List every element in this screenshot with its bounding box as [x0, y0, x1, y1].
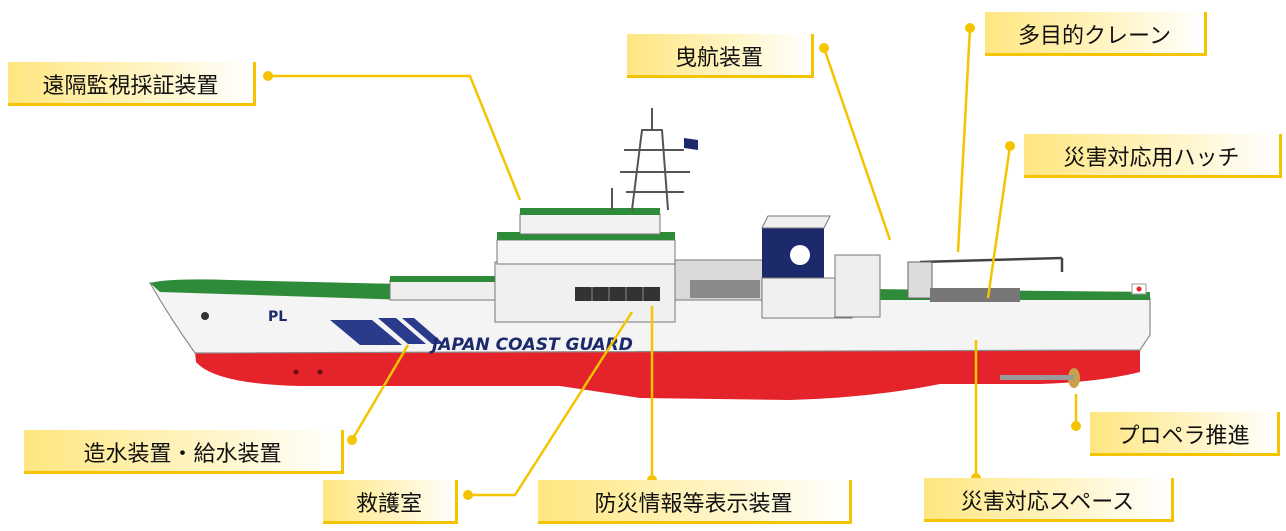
bow-marking: PL: [268, 309, 287, 325]
aft-equipment: [930, 288, 1020, 302]
aft-block: [834, 254, 881, 318]
label-crane-text: 多目的クレーン: [1018, 23, 1171, 49]
ship: PL JAPAN COAST GUARD: [148, 108, 1151, 400]
label-display: 防災情報等表示装置: [538, 480, 852, 524]
bridge-top-green: [497, 232, 675, 240]
label-rescue: 救護室: [323, 480, 458, 524]
bridge-window-dividers: [591, 287, 644, 301]
funnel-top: [761, 215, 831, 229]
label-rescue-text: 救護室: [355, 491, 422, 517]
porthole: [293, 369, 299, 375]
label-hatch-text: 災害対応用ハッチ: [1063, 145, 1240, 171]
stern-flag-sun: [1136, 286, 1142, 292]
leader-towing: [822, 47, 892, 241]
label-towing-text: 曳航装置: [674, 45, 763, 71]
bridge-upper: [496, 239, 676, 265]
leader-hatch: [986, 145, 1012, 299]
mast: [611, 108, 690, 211]
label-display-text: 防災情報等表示装置: [594, 491, 793, 517]
crane-base: [907, 261, 933, 299]
boat: [690, 280, 760, 298]
fore-deck-green: [390, 276, 500, 282]
label-water: 造水装置・給水装置: [24, 430, 344, 474]
label-water-text: 造水装置・給水装置: [83, 441, 282, 467]
leader-remote: [268, 74, 522, 201]
propeller: [1000, 368, 1080, 388]
hull-red: [195, 348, 1140, 400]
label-hatch: 災害対応用ハッチ: [1024, 134, 1282, 178]
label-space-text: 災害対応スペース: [960, 489, 1135, 515]
funnel-emblem: [790, 245, 810, 265]
label-remote-text: 遠隔監視採証装置: [42, 73, 219, 99]
leader-water: [350, 344, 410, 441]
hull-text: JAPAN COAST GUARD: [429, 335, 633, 355]
hull-stripe: [330, 318, 444, 345]
leader-crane: [956, 27, 972, 253]
label-propeller-text: プロペラ推進: [1117, 423, 1250, 449]
wheelhouse-roof: [520, 208, 660, 215]
label-space: 災害対応スペース: [924, 478, 1174, 522]
leader-lines: [268, 27, 1078, 497]
label-remote-monitoring: 遠隔監視採証装置: [8, 62, 256, 106]
label-crane: 多目的クレーン: [985, 12, 1207, 56]
label-towing: 曳航装置: [627, 34, 814, 78]
label-propeller: プロペラ推進: [1090, 412, 1280, 456]
mast-flag: [684, 138, 698, 150]
wheelhouse: [519, 213, 661, 235]
bridge-windows: [575, 287, 660, 301]
anchor: [201, 312, 209, 320]
leader-rescue: [468, 311, 634, 497]
porthole: [317, 369, 323, 375]
fore-deckhouse: [389, 279, 501, 301]
